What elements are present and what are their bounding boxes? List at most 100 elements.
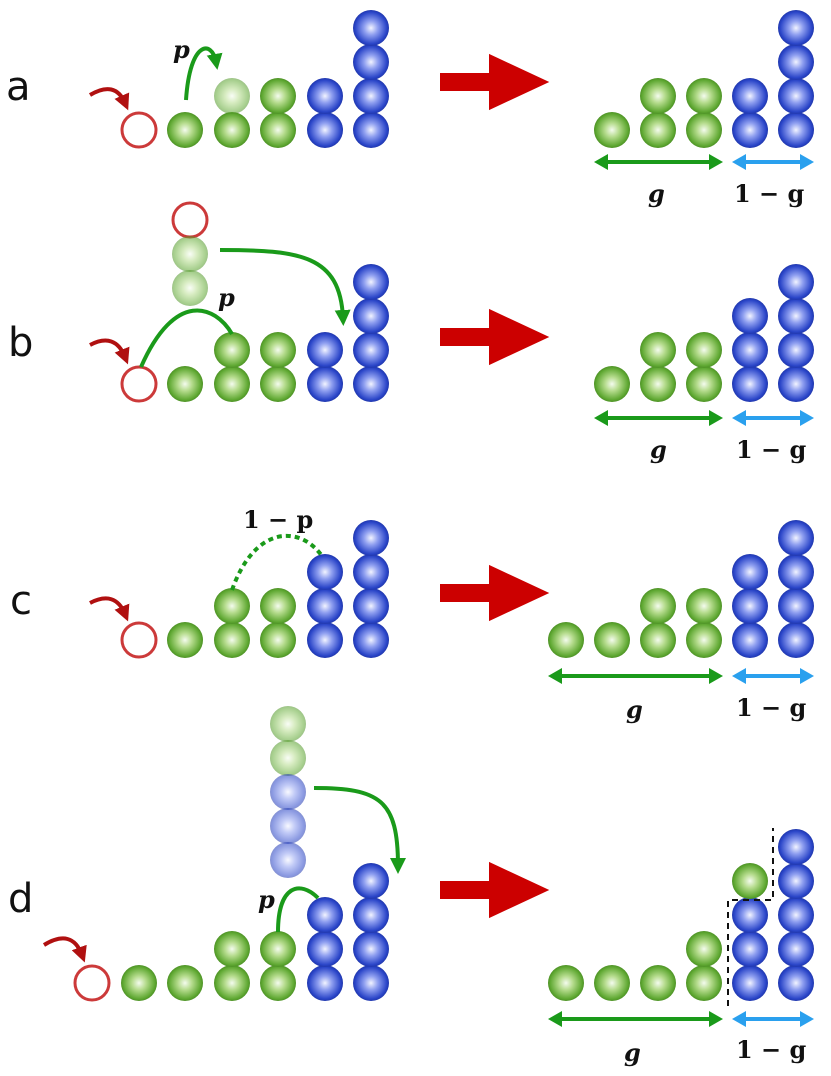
blue-ball [778,78,814,114]
empty-site [120,365,158,403]
blue-ball [353,298,389,334]
green-ball [640,622,676,658]
green-ball [640,588,676,624]
blue-ball [353,44,389,80]
green-ball [594,622,630,658]
blue-ball [778,965,814,1001]
panel-a-label: a [6,64,31,110]
green-ball [686,112,722,148]
move-probability-label: p [258,885,275,914]
g-extent-arrow [594,410,723,426]
blue-ball [307,332,343,368]
blue-ball-faded [270,774,306,810]
blue-ball [732,366,768,402]
blue-ball [732,554,768,590]
green-ball [260,78,296,114]
blue-ball [307,622,343,658]
green-ball [594,112,630,148]
green-ball-faded [214,78,250,114]
green-ball [121,965,157,1001]
panel-b: b p [8,201,814,464]
one-minus-g-extent-arrow [732,154,814,170]
blue-ball [353,588,389,624]
green-ball [260,588,296,624]
blue-ball [778,10,814,46]
green-ball [686,332,722,368]
blue-ball [778,897,814,933]
green-ball-faded [172,270,208,306]
one-minus-g-label: 1 − g [734,179,805,208]
one-minus-g-extent-arrow [732,668,814,684]
blue-ball [778,366,814,402]
blue-ball-faded [270,842,306,878]
green-ball [594,965,630,1001]
blue-ball [732,112,768,148]
blue-ball [778,332,814,368]
one-minus-g-label: 1 − g [736,1035,807,1064]
green-ball-deposited [732,863,768,899]
g-extent-arrow [594,154,723,170]
panel-d: d p [8,706,814,1067]
blue-ball [353,863,389,899]
g-label: g [648,179,665,208]
green-ball [260,622,296,658]
green-ball [686,366,722,402]
g-label: g [624,1038,641,1067]
green-ball-faded [270,740,306,776]
blue-ball [778,264,814,300]
blue-ball [778,829,814,865]
blue-ball [307,78,343,114]
blue-ball [778,298,814,334]
green-ball [214,622,250,658]
green-ball [640,366,676,402]
blue-ball [307,366,343,402]
green-ball [214,332,250,368]
move-arrow-icon [219,248,351,326]
blue-ball [353,78,389,114]
blue-ball [353,965,389,1001]
blue-ball [307,897,343,933]
green-ball [640,112,676,148]
g-extent-arrow [548,1011,723,1027]
blue-ball [732,298,768,334]
green-ball [214,965,250,1001]
blue-ball [778,520,814,556]
g-extent-arrow [548,668,723,684]
panel-c: c 1 − p [10,505,814,724]
green-ball [260,965,296,1001]
blue-ball-faded [270,808,306,844]
green-ball-faded [172,236,208,272]
green-ball [686,588,722,624]
green-ball [640,332,676,368]
move-arrow-icon [184,46,223,101]
green-ball [686,622,722,658]
green-ball [548,965,584,1001]
blue-ball [353,897,389,933]
green-ball [686,965,722,1001]
panel-d-label: d [8,876,33,922]
one-minus-g-extent-arrow [732,410,814,426]
one-minus-g-extent-arrow [732,1011,814,1027]
blue-ball [353,622,389,658]
panel-c-label: c [10,578,32,624]
incoming-arrow-icon [42,936,87,963]
incoming-arrow-icon [89,596,130,622]
empty-site [73,964,111,1002]
dashed-move-path-icon [230,533,324,591]
green-ball [167,622,203,658]
green-ball [260,332,296,368]
blue-ball [778,863,814,899]
green-ball [214,366,250,402]
blue-ball [353,931,389,967]
blue-ball [732,931,768,967]
blue-ball [353,112,389,148]
transition-arrow-icon [440,861,550,919]
blue-ball [778,554,814,590]
blue-ball [353,554,389,590]
blue-ball [353,366,389,402]
blue-ball [307,554,343,590]
blue-ball [353,264,389,300]
green-ball [686,931,722,967]
green-ball [260,931,296,967]
